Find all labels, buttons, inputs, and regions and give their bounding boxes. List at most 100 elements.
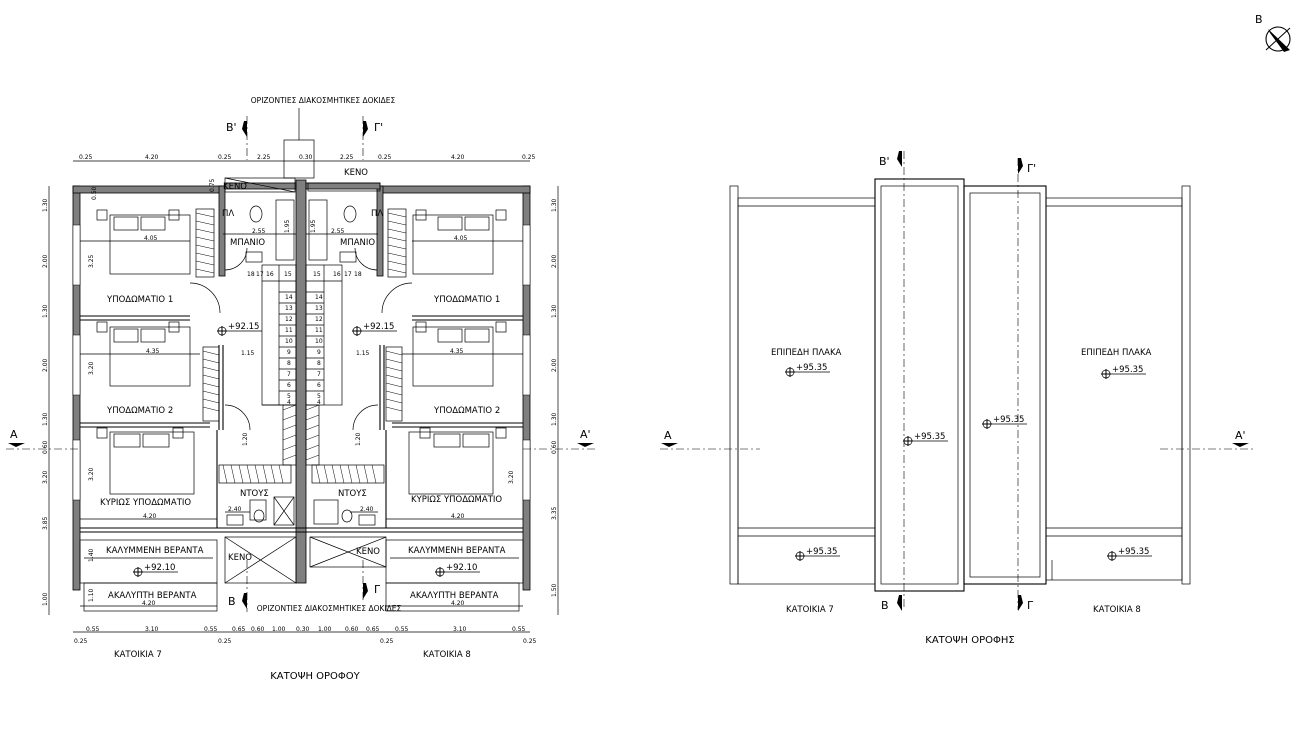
dim: 2.55 <box>252 228 266 235</box>
dim: 1.30 <box>551 304 558 318</box>
dim: 4.20 <box>145 154 159 161</box>
stair-step: 13 <box>285 305 293 312</box>
stair-step: 4 <box>317 399 321 406</box>
roof-block-7 <box>737 197 876 585</box>
north-label: B <box>1255 13 1263 26</box>
section-g-bottom: Γ <box>374 583 381 596</box>
plan-title-roof: ΚΑΤΟΨΗ ΟΡΟΦΗΣ <box>925 635 1014 646</box>
stair-step: 9 <box>287 349 291 356</box>
dim: 0.75 <box>209 178 216 192</box>
roof-level: +95.35 <box>993 415 1024 425</box>
dim: 0.25 <box>380 638 394 645</box>
dim: 4.20 <box>142 600 156 607</box>
stair-step: 14 <box>315 294 323 301</box>
room-bedroom1-7: ΥΠΟΔΩΜΑΤΙΟ 1 <box>106 295 173 305</box>
room-bathroom-8: ΜΠΑΝΙΟ <box>340 238 375 248</box>
stair-step: 11 <box>315 327 323 334</box>
dim: 2.00 <box>42 358 49 372</box>
level-marker: +95.35 <box>982 415 1027 429</box>
stair-step: 16 <box>333 271 341 278</box>
dim: 1.00 <box>272 626 286 633</box>
roof-plan: ΕΠΙΠΕΔΗ ΠΛΑΚΑ ΕΠΙΠΕΔΗ ΠΛΑΚΑ +95.35 +95.3… <box>660 151 1255 646</box>
level-marker: +95.35 <box>1107 547 1152 561</box>
stair-step: 15 <box>284 271 292 278</box>
dim: 3.20 <box>42 470 49 484</box>
section-g-prime-top: Γ' <box>374 121 383 134</box>
level-veranda-7: +92.10 <box>144 563 175 573</box>
bed-icon <box>408 427 507 495</box>
dim: 1.10 <box>88 588 95 602</box>
stair-step: 12 <box>285 316 293 323</box>
dim: 1.40 <box>88 548 95 562</box>
section-b-bottom: B <box>228 595 236 608</box>
dim: 3.25 <box>88 254 95 268</box>
room-master-7: ΚΥΡΙΩΣ ΥΠΟΔΩΜΑΤΙΟ <box>100 498 191 508</box>
stair-step: 7 <box>317 371 321 378</box>
roof-center-right <box>963 185 1047 585</box>
top-dims: 0.25 4.20 0.25 2.25 0.30 2.25 0.25 4.20 … <box>79 154 536 161</box>
room-open-veranda-8: ΑΚΑΛΥΠΤΗ ΒΕΡΑΝΤΑ <box>410 591 499 601</box>
dim: 0.60 <box>251 626 265 633</box>
room-bathroom-7: ΜΠΑΝΙΟ <box>230 238 265 248</box>
level-marker: +95.35 <box>785 363 830 377</box>
dim: 1.20 <box>242 432 249 446</box>
stair-step: 17 <box>344 271 352 278</box>
dim: 2.00 <box>551 358 558 372</box>
stair-step: 16 <box>266 271 274 278</box>
stair-step: 10 <box>315 338 323 345</box>
dim: 0.25 <box>74 638 88 645</box>
roof-house-8: ΚΑΤΟΙΚΙΑ 8 <box>1093 605 1141 615</box>
party-wall <box>295 179 307 584</box>
house-label-7: ΚΑΤΟΙΚΙΑ 7 <box>114 650 162 660</box>
bathtub-icon <box>308 199 328 261</box>
dim: 0.25 <box>218 154 232 161</box>
flat-slab-7: ΕΠΙΠΕΔΗ ΠΛΑΚΑ <box>771 348 842 358</box>
dim: 1.95 <box>284 219 291 233</box>
roof-section-g: Γ <box>1027 599 1034 612</box>
plan-title-floor: ΚΑΤΟΨΗ ΟΡΟΦΟΥ <box>270 671 360 682</box>
room-ensuite-8: ΝΤΟΥΣ <box>338 489 367 499</box>
dim: 1.00 <box>42 592 49 606</box>
shower-icon <box>249 499 267 521</box>
stair-step: 7 <box>287 371 291 378</box>
pa-label: ΠΛ <box>371 209 383 219</box>
dim: 2.40 <box>228 506 242 513</box>
bed-icon <box>96 321 191 387</box>
void-label: ΚΕΝΟ <box>223 182 247 192</box>
dim: 2.00 <box>551 254 558 268</box>
stair-step: 13 <box>315 305 323 312</box>
dim: 3.20 <box>508 470 515 484</box>
room-bedroom1-8: ΥΠΟΔΩΜΑΤΙΟ 1 <box>433 295 500 305</box>
stair-step: 8 <box>317 360 321 367</box>
dim: 1.50 <box>551 583 558 597</box>
dim: 1.20 <box>355 432 362 446</box>
dim: 1.00 <box>318 626 332 633</box>
beams-label-bottom: ΟΡΙΖΟΝΤΙΕΣ ΔΙΑΚΟΣΜΗΤΙΚΕΣ ΔΟΚΙΔΕΣ <box>257 604 402 613</box>
bed-icon <box>412 209 507 275</box>
dim: 0.60 <box>551 440 558 454</box>
dim: 1.15 <box>241 350 255 357</box>
section-b-prime-top: B' <box>226 121 237 134</box>
flat-slab-8: ΕΠΙΠΕΔΗ ΠΛΑΚΑ <box>1081 348 1152 358</box>
section-a-right: A' <box>580 428 591 441</box>
level-marker: +92.10 <box>133 563 178 577</box>
wc-icon <box>249 205 263 223</box>
dim: 3.35 <box>551 506 558 520</box>
dim: 1.15 <box>356 350 370 357</box>
dim: 2.00 <box>42 254 49 268</box>
roof-level: +95.35 <box>914 432 945 442</box>
roof-house-7: ΚΑΤΟΙΚΙΑ 7 <box>786 605 834 615</box>
roof-section-a: A <box>664 429 672 442</box>
floor-plan: ΟΡΙΖΟΝΤΙΕΣ ΔΙΑΚΟΣΜΗΤΙΚΕΣ ΔΟΚΙΔΕΣ B' Γ' 0… <box>6 96 595 682</box>
roof-level: +95.35 <box>796 363 827 373</box>
dim: 0.50 <box>91 186 98 200</box>
stair-step: 15 <box>313 271 321 278</box>
roof-center-left <box>874 178 965 592</box>
dim: 2.40 <box>360 506 374 513</box>
dim: 0.25 <box>522 154 536 161</box>
shower-icon <box>313 499 339 525</box>
bed-icon <box>96 209 191 275</box>
dim: 4.35 <box>450 348 464 355</box>
stair-step: 12 <box>315 316 323 323</box>
dim: 4.20 <box>451 600 465 607</box>
